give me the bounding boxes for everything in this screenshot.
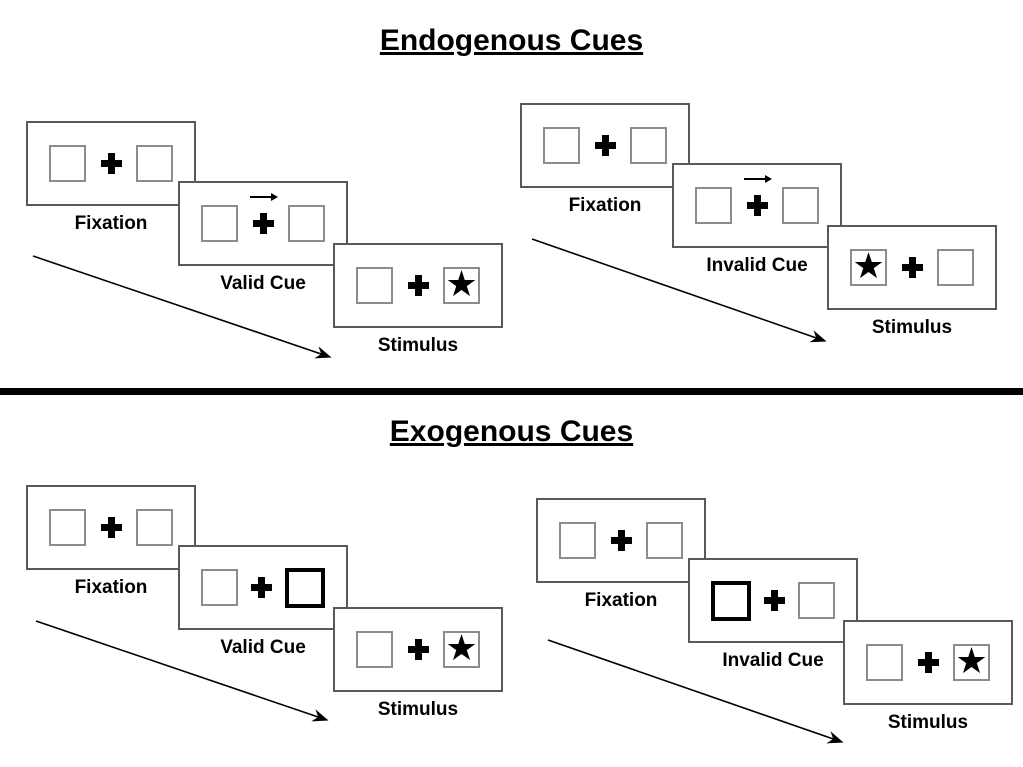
right-placeholder-box (285, 567, 325, 608)
right-placeholder-box: ★ (443, 627, 480, 668)
panel-label: Stimulus (377, 335, 459, 356)
fixation-cross-icon (594, 135, 616, 156)
panel-center (609, 529, 633, 553)
right-placeholder-box: ★ (443, 263, 480, 304)
panel-center (99, 516, 123, 540)
fixation-cross-icon (100, 153, 122, 174)
trial-panel (26, 121, 196, 206)
panel-label: Valid Cue (220, 637, 306, 658)
panel-label: Stimulus (871, 317, 953, 338)
right-placeholder-box (288, 205, 325, 242)
panel-label: Stimulus (377, 699, 459, 720)
fixation-cross-icon (251, 577, 272, 598)
sequence-arrow-endo-valid (32, 255, 332, 359)
right-placeholder-box (136, 145, 173, 182)
trial-panel: ★ (843, 620, 1013, 705)
right-placeholder-box (646, 522, 683, 559)
right-placeholder-box (630, 127, 667, 164)
panel-center (744, 174, 772, 218)
right-placeholder-box (798, 582, 835, 619)
panel-label: Valid Cue (220, 273, 306, 294)
panel-label: Invalid Cue (722, 650, 824, 671)
left-placeholder-box (695, 187, 732, 224)
right-placeholder-box: ★ (953, 640, 990, 681)
section-title-endogenous: Endogenous Cues (379, 24, 644, 57)
trial-panel (26, 485, 196, 570)
right-placeholder-box (782, 187, 819, 224)
fixation-cross-icon (917, 652, 939, 673)
fixation-cross-icon (764, 590, 785, 611)
panel-center (916, 651, 940, 675)
left-placeholder-box (543, 127, 580, 164)
panel-center (763, 589, 787, 613)
trial-panel: ★ (333, 243, 503, 328)
panel-label: Stimulus (887, 712, 969, 733)
panel-center (250, 576, 274, 600)
panel-label: Fixation (568, 195, 642, 216)
left-placeholder-box (866, 644, 903, 681)
fixation-cross-icon (610, 530, 632, 551)
sequence-arrow-exo-valid (35, 620, 329, 722)
trial-panel (178, 545, 348, 630)
left-placeholder-box (356, 631, 393, 668)
panel-center (406, 638, 430, 662)
trial-panel: ★ (827, 225, 997, 310)
fixation-cross-icon (901, 257, 923, 278)
section-title-exogenous: Exogenous Cues (389, 415, 634, 448)
left-placeholder-box (559, 522, 596, 559)
star-stimulus-icon: ★ (445, 263, 478, 304)
fixation-cross-icon (100, 517, 122, 538)
star-stimulus-icon: ★ (445, 627, 478, 668)
fixation-cross-icon (746, 195, 768, 216)
right-placeholder-box (937, 249, 974, 286)
star-stimulus-icon: ★ (852, 245, 885, 286)
panel-center (406, 274, 430, 298)
trial-panel (688, 558, 858, 643)
panel-label: Fixation (584, 590, 658, 611)
panel-center (593, 134, 617, 158)
left-placeholder-box (49, 509, 86, 546)
section-divider (0, 388, 1023, 395)
star-stimulus-icon: ★ (955, 640, 988, 681)
trial-panel (672, 163, 842, 248)
fixation-cross-icon (252, 213, 274, 234)
right-placeholder-box (136, 509, 173, 546)
fixation-cross-icon (407, 639, 429, 660)
trial-panel: ★ (333, 607, 503, 692)
sequence-arrow-exo-invalid (547, 639, 844, 744)
left-placeholder-box (356, 267, 393, 304)
fixation-cross-icon (407, 275, 429, 296)
panel-center (250, 192, 278, 236)
panel-label: Fixation (74, 213, 148, 234)
panel-label: Fixation (74, 577, 148, 598)
left-placeholder-box (711, 580, 751, 621)
panel-center (99, 152, 123, 176)
left-placeholder-box: ★ (850, 245, 887, 286)
left-placeholder-box (201, 205, 238, 242)
panel-label: Invalid Cue (706, 255, 808, 276)
left-placeholder-box (201, 569, 238, 606)
right-arrow-cue-icon (250, 192, 278, 201)
sequence-arrow-endo-invalid (531, 238, 827, 343)
trial-panel (178, 181, 348, 266)
left-placeholder-box (49, 145, 86, 182)
panel-center (900, 256, 924, 280)
trial-panel (536, 498, 706, 583)
trial-panel (520, 103, 690, 188)
right-arrow-cue-icon (744, 174, 772, 183)
